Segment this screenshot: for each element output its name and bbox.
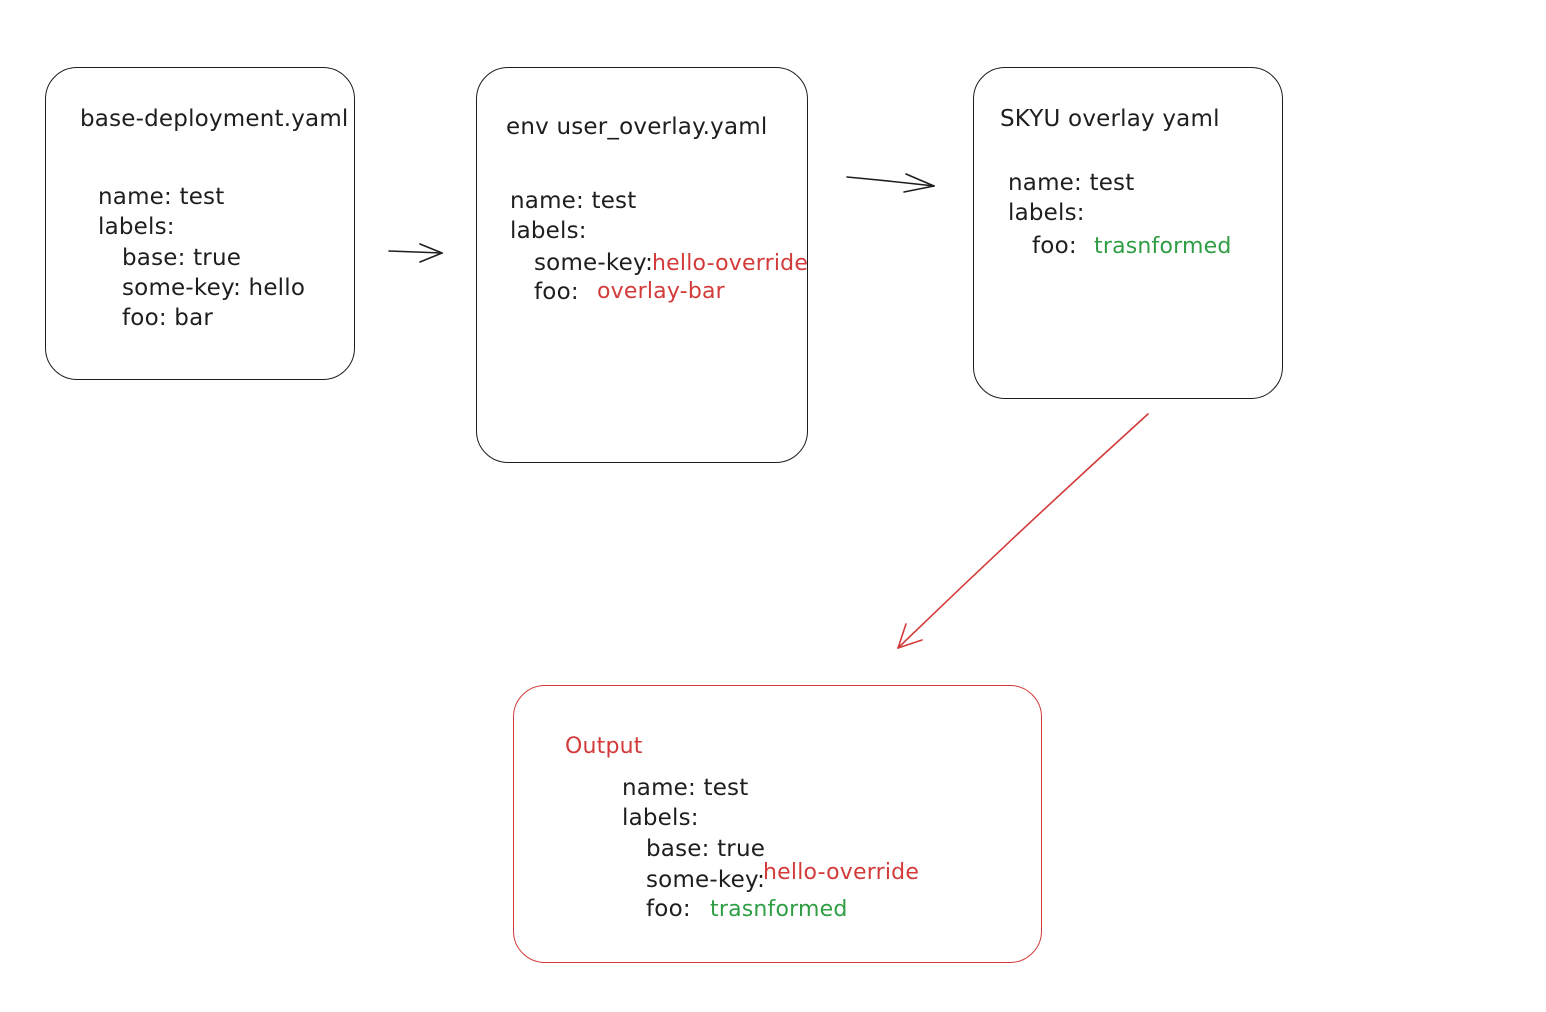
output-name-line: name: test bbox=[622, 775, 749, 801]
output-box bbox=[513, 685, 1042, 963]
base-name-line: name: test bbox=[98, 184, 225, 210]
base-base-line: base: true bbox=[122, 245, 242, 271]
user-overlay-foo-value: overlay-bar bbox=[597, 279, 725, 304]
base-deployment-box bbox=[45, 67, 355, 380]
user-overlay-labels-line: labels: bbox=[510, 218, 587, 244]
skyu-foo-value: trasnformed bbox=[1094, 234, 1232, 259]
base-labels-line: labels: bbox=[98, 214, 175, 240]
skyu-overlay-box bbox=[973, 67, 1283, 399]
user-overlay-foo-label: foo: bbox=[534, 279, 579, 305]
output-foo-label: foo: bbox=[646, 896, 691, 922]
user-overlay-title: env user_overlay.yaml bbox=[506, 114, 768, 140]
output-labels-line: labels: bbox=[622, 805, 699, 831]
output-title: Output bbox=[565, 734, 643, 759]
skyu-overlay-title: SKYU overlay yaml bbox=[1000, 106, 1220, 132]
skyu-name-line: name: test bbox=[1008, 170, 1135, 196]
user-overlay-some-key-value: hello-override bbox=[652, 251, 809, 276]
base-deployment-title: base-deployment.yaml bbox=[80, 106, 349, 132]
arrow-base-to-user-overlay bbox=[388, 243, 443, 263]
skyu-labels-line: labels: bbox=[1008, 200, 1085, 226]
base-some-key-line: some-key: hello bbox=[122, 275, 306, 301]
user-overlay-box bbox=[476, 67, 808, 463]
output-foo-value: trasnformed bbox=[710, 897, 848, 922]
base-foo-line: foo: bar bbox=[122, 305, 214, 331]
output-base-line: base: true bbox=[646, 836, 766, 862]
output-some-key-label: some-key: bbox=[646, 867, 766, 893]
arrow-user-overlay-to-skyu bbox=[846, 173, 935, 193]
user-overlay-some-key-label: some-key: bbox=[534, 250, 654, 276]
arrow-skyu-to-output bbox=[897, 413, 1149, 649]
output-some-key-value: hello-override bbox=[763, 860, 920, 885]
skyu-foo-label: foo: bbox=[1032, 233, 1077, 259]
user-overlay-name-line: name: test bbox=[510, 188, 637, 214]
